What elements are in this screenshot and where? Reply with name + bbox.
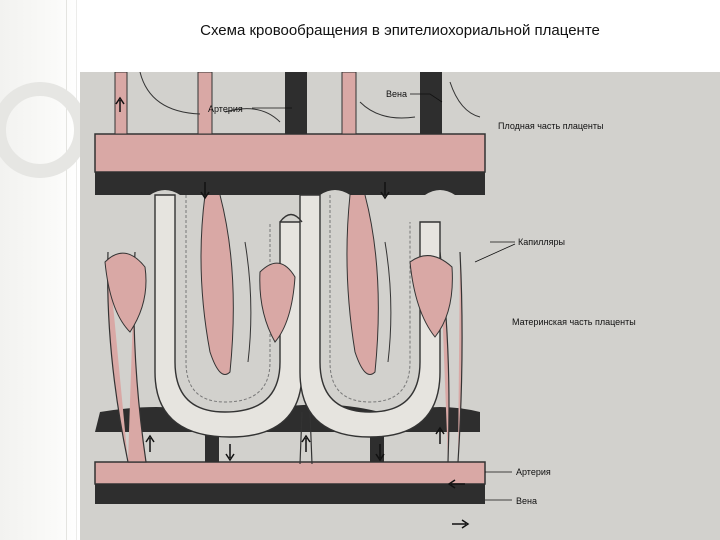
villus-capillary bbox=[244, 241, 392, 363]
fetal-artery-branch bbox=[197, 72, 213, 135]
uterine-fold bbox=[279, 213, 303, 223]
maternal-artery-branch bbox=[299, 411, 313, 465]
chorionic-villus bbox=[299, 194, 441, 438]
label-capillaries: Капилляры bbox=[518, 237, 565, 247]
leader-line bbox=[410, 93, 443, 103]
label-artery-bottom: Артерия bbox=[516, 467, 551, 477]
epithelium-cell-layer bbox=[329, 195, 411, 403]
flow-arrow-up-icon bbox=[301, 434, 311, 452]
fetal-vein-branch bbox=[285, 72, 307, 134]
fetal-artery-branch bbox=[341, 72, 357, 135]
label-vein-bottom: Вена bbox=[516, 496, 537, 506]
label-vein-top: Вена bbox=[386, 89, 407, 99]
left-decorative-line bbox=[76, 0, 77, 540]
epithelium-cell-layer bbox=[185, 195, 271, 403]
flow-arrow-up-icon bbox=[115, 96, 125, 112]
villus-capillary bbox=[346, 194, 379, 375]
slide-title: Схема кровообращения в эпителиохориально… bbox=[200, 22, 600, 39]
label-maternal-part: Материнская часть плаценты bbox=[512, 317, 636, 327]
fetal-artery-branch bbox=[114, 72, 128, 135]
flow-arrow-up-icon bbox=[145, 434, 155, 452]
placenta-circulation-diagram: Артерия Вена Плодная часть плаценты Капи… bbox=[80, 72, 720, 540]
flow-arrow-down-icon bbox=[200, 182, 210, 200]
villus-capillary bbox=[200, 194, 234, 375]
flow-arrow-right-icon bbox=[452, 519, 470, 529]
leader-line bbox=[474, 243, 516, 263]
label-fetal-part: Плодная часть плаценты bbox=[498, 121, 604, 131]
fetal-vein-branch bbox=[420, 72, 442, 134]
label-artery-top: Артерия bbox=[208, 104, 243, 114]
flow-arrow-down-icon bbox=[225, 444, 235, 462]
flow-arrow-up-icon bbox=[435, 426, 445, 444]
flow-arrow-down-icon bbox=[380, 182, 390, 200]
fetal-vein-vessel bbox=[95, 172, 485, 195]
maternal-vein-vessel bbox=[95, 484, 485, 504]
maternal-artery-vessel bbox=[94, 461, 486, 485]
fetal-artery-vessel bbox=[94, 133, 486, 173]
flow-arrow-left-icon bbox=[447, 479, 465, 489]
left-decorative-line bbox=[66, 0, 67, 540]
maternal-capillary-network bbox=[104, 252, 453, 343]
fetal-capillary-line bbox=[139, 72, 481, 123]
flow-arrow-down-icon bbox=[375, 444, 385, 462]
